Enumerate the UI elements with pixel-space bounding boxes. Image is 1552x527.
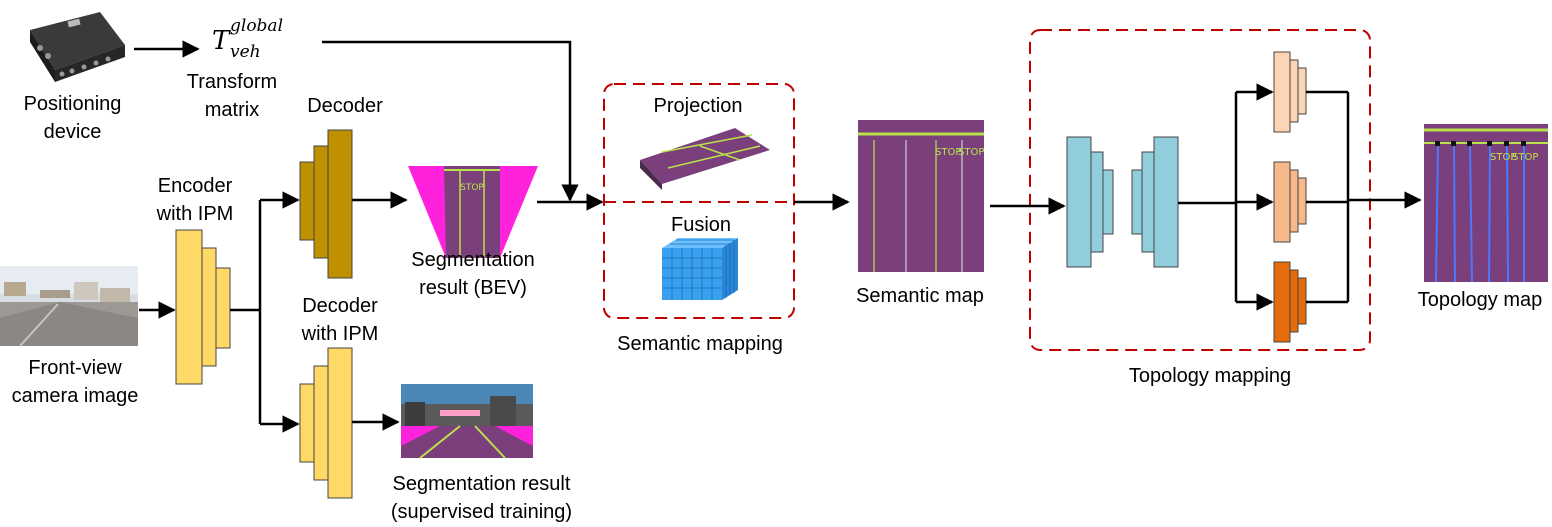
topology-map-image: STOP STOP bbox=[1424, 124, 1548, 283]
segmentation-supervised-image bbox=[401, 384, 533, 459]
stop-marking: STOP bbox=[460, 183, 484, 193]
topology-mapping-label: Topology mapping bbox=[1128, 365, 1292, 387]
stop-marking: STOP bbox=[1512, 152, 1538, 163]
topology-decoder-blocks bbox=[1131, 136, 1179, 268]
decoder-label: Decoder bbox=[307, 95, 383, 117]
decoder-ipm-blocks bbox=[299, 347, 353, 499]
semantic-mapping-label: Semantic mapping bbox=[617, 333, 783, 355]
segmentation-supervised-label: Segmentation result(supervised training) bbox=[390, 473, 573, 523]
semantic-map-label: Semantic map bbox=[856, 285, 984, 307]
topology-mapping-box bbox=[1029, 29, 1371, 351]
fusion-label: Fusion bbox=[670, 214, 732, 236]
stop-marking: STOP bbox=[1490, 152, 1516, 163]
voxel-cube-icon bbox=[662, 238, 738, 300]
stop-marking: STOP bbox=[935, 147, 961, 158]
segmentation-bev-image: STOP bbox=[408, 166, 538, 258]
front-view-camera-image bbox=[0, 266, 138, 347]
encoder-blocks bbox=[175, 229, 231, 385]
semantic-map-image: STOP STOP bbox=[858, 120, 984, 272]
topology-encoder-blocks bbox=[1066, 136, 1114, 268]
projection-image bbox=[640, 128, 770, 190]
stop-marking: STOP bbox=[958, 147, 984, 158]
projection-label: Projection bbox=[653, 95, 743, 117]
decoder-blocks bbox=[299, 129, 353, 279]
topology-head-mid bbox=[1273, 161, 1307, 243]
positioning-device-icon bbox=[30, 12, 125, 82]
transform-symbol: T global veh bbox=[212, 16, 284, 62]
topology-head-light bbox=[1273, 51, 1307, 133]
topology-head-dark bbox=[1273, 261, 1307, 343]
topology-map-label: Topology map bbox=[1417, 289, 1543, 311]
connectors bbox=[134, 40, 1422, 433]
